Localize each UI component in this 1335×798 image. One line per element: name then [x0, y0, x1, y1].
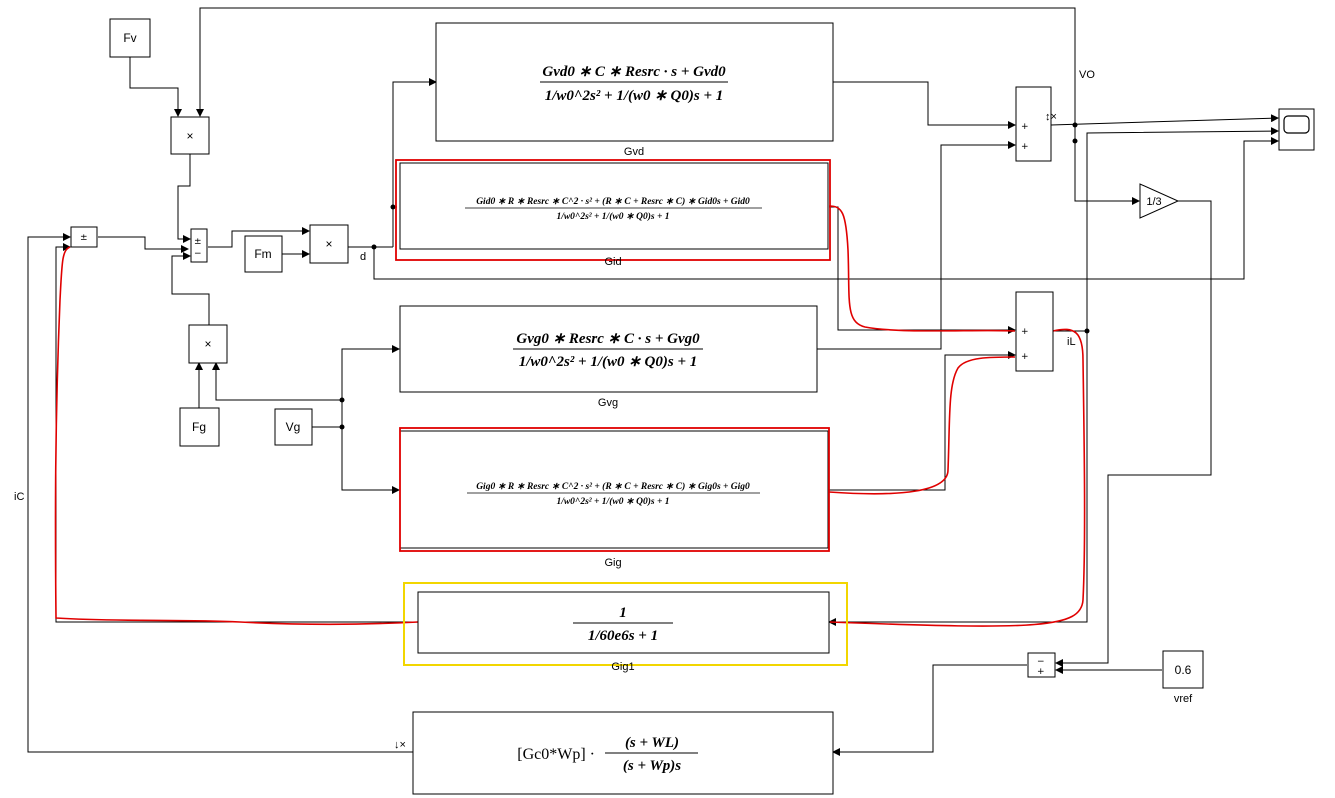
scope-screen-icon	[1283, 115, 1310, 134]
fg-block[interactable]: Fg	[179, 407, 220, 447]
sum-error-sign-top: −	[1037, 657, 1045, 667]
fv-label: Fv	[123, 31, 136, 45]
sum-vo-sign-top: +	[1021, 122, 1029, 132]
gig-transfer-block[interactable]: Gig0 ∗ R ∗ Resrc ∗ C^2 · s² + (R ∗ C + R…	[399, 427, 830, 552]
fm-block[interactable]: Fm	[244, 235, 283, 273]
multiplier-bottom-block[interactable]: ×	[188, 324, 228, 364]
gid-numerator: Gid0 ∗ R ∗ Resrc ∗ C^2 · s² + (R ∗ C + R…	[476, 196, 750, 207]
vref-name: vref	[1174, 693, 1193, 705]
vref-block[interactable]: 0.6	[1162, 650, 1204, 689]
sum-ic-block[interactable]: ±	[70, 226, 98, 248]
sum-il-sign-top: +	[1021, 327, 1029, 337]
sum-d-sign-bottom: −	[194, 249, 202, 259]
gvd-name: Gvd	[624, 146, 644, 158]
compensator-numerator: (s + WL)	[625, 735, 679, 751]
scope-block[interactable]	[1278, 108, 1315, 151]
gig1-name: Gig1	[611, 661, 634, 673]
multiplier-d-block[interactable]: ×	[309, 224, 349, 264]
fm-label: Fm	[254, 247, 271, 261]
vg-block[interactable]: Vg	[274, 408, 313, 446]
gvg-denominator: 1/w0^2s² + 1/(w0 ∗ Q0)s + 1	[519, 354, 698, 370]
compensator-denominator: (s + Wp)s	[623, 758, 681, 774]
gvd-numerator: Gvd0 ∗ C ∗ Resrc · s + Gvd0	[542, 64, 726, 80]
signal-ic-label: iC	[14, 491, 24, 503]
compensator-block[interactable]: [Gc0*Wp] · (s + WL) (s + Wp)s	[412, 711, 834, 795]
gvg-transfer-block[interactable]: Gvg0 ∗ Resrc ∗ C · s + Gvg0 1/w0^2s² + 1…	[399, 305, 818, 393]
multiplier-top-symbol: ×	[186, 129, 193, 143]
sum-il-sign-bottom: +	[1021, 352, 1029, 362]
signal-vo-label: VO	[1079, 69, 1095, 81]
probe-gc-icon[interactable]: ↓×	[394, 739, 406, 751]
signal-d-label: d	[360, 251, 366, 263]
gig-name: Gig	[604, 557, 621, 569]
gig1-numerator: 1	[619, 605, 627, 621]
vg-label: Vg	[286, 420, 301, 434]
gain-label: 1/3	[1146, 196, 1161, 208]
gvd-transfer-block[interactable]: Gvd0 ∗ C ∗ Resrc · s + Gvd0 1/w0^2s² + 1…	[435, 22, 834, 142]
gvd-denominator: 1/w0^2s² + 1/(w0 ∗ Q0)s + 1	[545, 88, 724, 104]
probe-vo-icon[interactable]: ↕×	[1045, 111, 1057, 123]
sum-error-block[interactable]: − +	[1027, 652, 1056, 678]
sum-vo-block[interactable]: + +	[1015, 86, 1052, 162]
compensator-gain: [Gc0*Wp] ·	[517, 746, 595, 763]
sum-il-block[interactable]: + +	[1015, 291, 1054, 372]
vref-value: 0.6	[1175, 663, 1192, 677]
gvg-numerator: Gvg0 ∗ Resrc ∗ C · s + Gvg0	[516, 331, 700, 347]
sum-d-sign-top: ±	[194, 237, 202, 247]
fg-label: Fg	[192, 420, 206, 434]
gid-name: Gid	[604, 256, 621, 268]
sum-ic-signs: ±	[80, 233, 88, 243]
gid-denominator: 1/w0^2s² + 1/(w0 ∗ Q0)s + 1	[556, 211, 669, 222]
multiplier-bottom-symbol: ×	[204, 337, 211, 351]
fv-block[interactable]: Fv	[109, 18, 151, 58]
gain-block[interactable]: 1/3	[1139, 183, 1180, 219]
sum-vo-sign-bottom: +	[1021, 142, 1029, 152]
gvg-name: Gvg	[598, 397, 618, 409]
gig-denominator: 1/w0^2s² + 1/(w0 ∗ Q0)s + 1	[556, 496, 669, 507]
signal-il-label: iL	[1067, 336, 1076, 348]
gid-transfer-block[interactable]: Gid0 ∗ R ∗ Resrc ∗ C^2 · s² + (R ∗ C + R…	[395, 159, 831, 261]
gig1-transfer-block[interactable]: 1 1/60e6s + 1	[403, 582, 848, 666]
red-annotation-traces	[54, 205, 1086, 627]
multiplier-top-block[interactable]: ×	[170, 116, 210, 155]
sum-error-sign-bottom: +	[1037, 667, 1045, 677]
sum-d-block[interactable]: ± −	[190, 228, 208, 263]
gig-numerator: Gig0 ∗ R ∗ Resrc ∗ C^2 · s² + (R ∗ C + R…	[476, 481, 750, 492]
gig1-denominator: 1/60e6s + 1	[588, 628, 658, 644]
multiplier-d-symbol: ×	[325, 237, 332, 251]
